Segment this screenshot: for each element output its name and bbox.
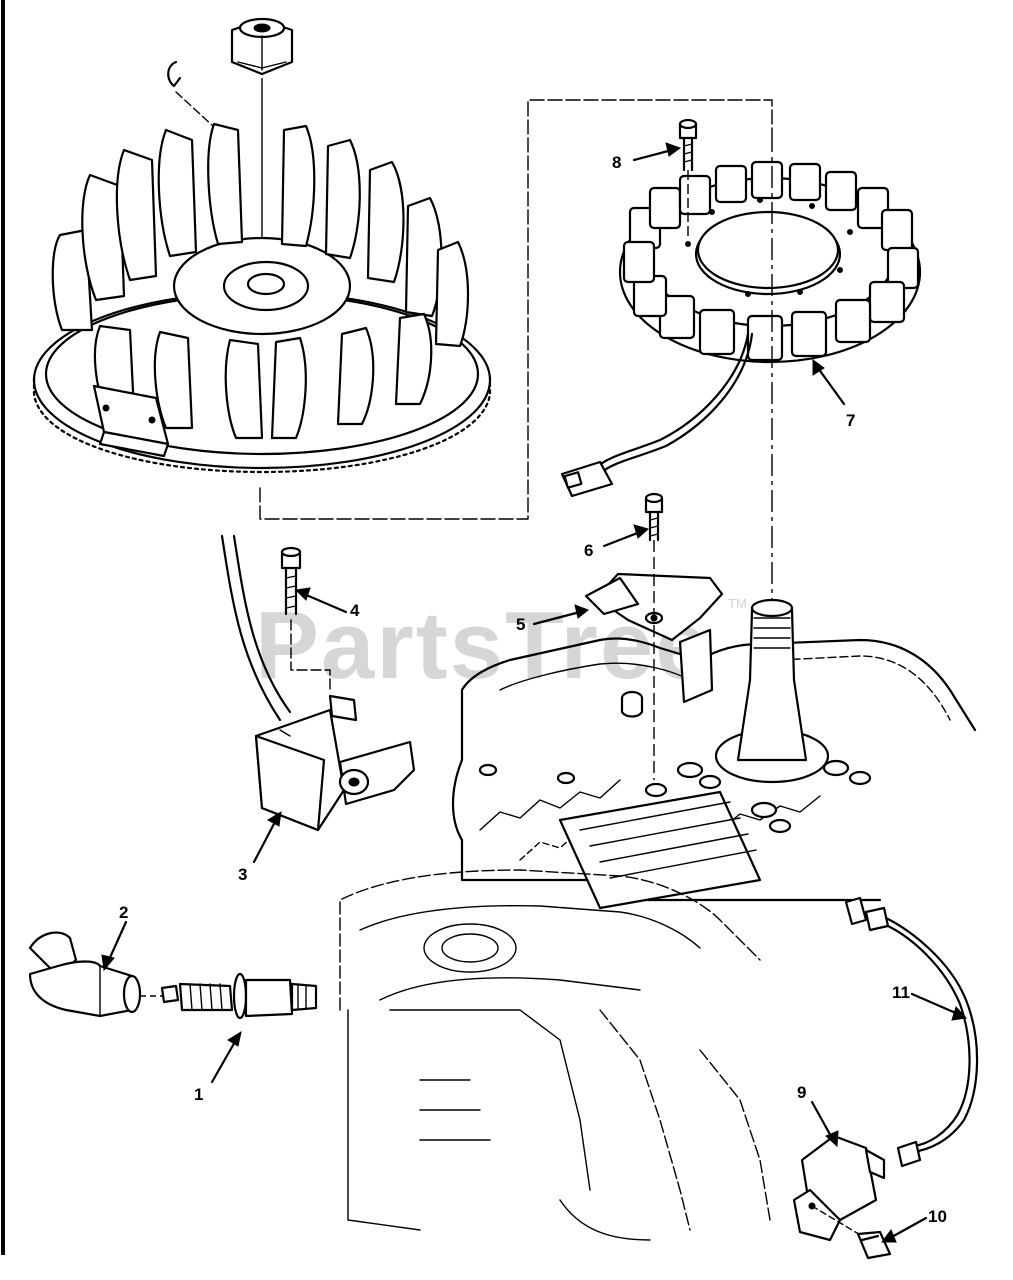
regulator [792, 1134, 886, 1242]
coil-screw [280, 546, 331, 691]
callout-labels: 1 2 3 4 5 6 7 8 9 10 11 [119, 153, 947, 1226]
flywheel-key [167, 60, 182, 88]
flywheel [32, 17, 492, 474]
ignition-coil [220, 534, 416, 832]
callout-11: 11 [892, 983, 910, 1002]
stator-screw [678, 118, 698, 240]
callout-2: 2 [119, 903, 128, 922]
flywheel-magnet [92, 384, 170, 458]
callout-6: 6 [584, 541, 593, 560]
callout-1: 1 [194, 1085, 203, 1104]
spark-plug [140, 972, 318, 1020]
callout-arrows [101, 142, 968, 1243]
crankshaft [714, 598, 830, 784]
flywheel-nut [230, 17, 294, 76]
stator-windings [622, 160, 920, 362]
bracket [584, 572, 724, 642]
cylinder-head [339, 869, 771, 1241]
callout-4: 4 [350, 601, 360, 620]
watermark-trademark: TM [728, 596, 747, 611]
callout-8: 8 [612, 153, 621, 172]
callout-7: 7 [846, 411, 855, 430]
regulator-screw [856, 1230, 892, 1260]
spark-plug-boot [28, 931, 142, 1018]
stator [560, 160, 922, 498]
bracket-screw [644, 492, 664, 780]
flywheel-stator-leader [259, 99, 773, 520]
engine-block [451, 598, 977, 910]
callout-10: 10 [928, 1207, 947, 1226]
callout-5: 5 [516, 615, 525, 634]
stator-wire [594, 332, 750, 470]
callout-9: 9 [797, 1083, 806, 1102]
wire-harness [844, 896, 979, 1168]
callout-3: 3 [238, 865, 247, 884]
stator-connector [560, 460, 614, 498]
